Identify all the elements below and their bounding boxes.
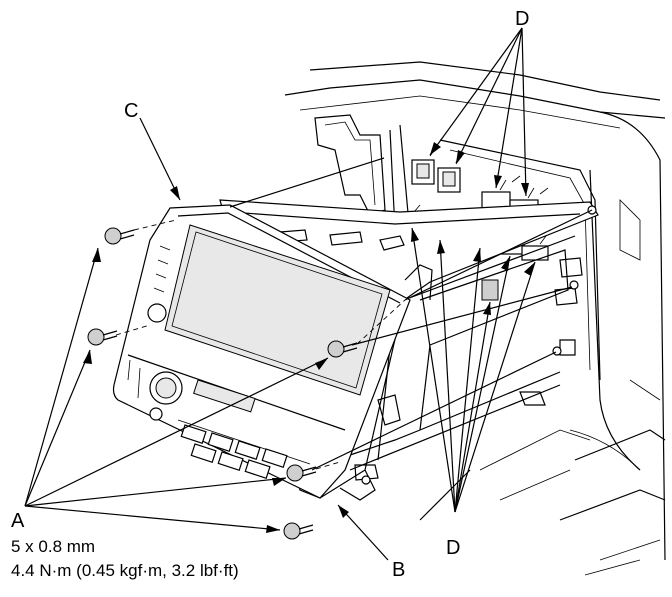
bolt-icon (327, 340, 358, 358)
connector-d-3 (481, 191, 511, 209)
label-d-bottom: D (446, 537, 460, 559)
label-a: A (11, 510, 25, 532)
label-a-torque: 4.4 N·m (0.45 kgf·m, 3.2 lbf·ft) (11, 561, 239, 580)
label-b: B (392, 559, 405, 581)
bolt-icon (286, 464, 317, 482)
audio-unit-front (112, 204, 411, 499)
label-a-size: 5 x 0.8 mm (11, 537, 95, 556)
installation-guides (115, 157, 593, 471)
bolt-icon (104, 227, 135, 245)
bolt-icon (283, 522, 314, 540)
bolts-a (87, 227, 358, 540)
label-c: C (124, 100, 138, 122)
label-d-top: D (515, 8, 529, 30)
connector-d-10 (481, 279, 499, 301)
preset-buttons (180, 424, 288, 479)
leader-lines (24, 27, 536, 561)
callout-labels: A 5 x 0.8 mm 4.4 N·m (0.45 kgf·m, 3.2 lb… (11, 8, 529, 581)
bolt-icon (87, 328, 118, 346)
dashboard-background (284, 61, 666, 576)
left-knob (147, 303, 167, 323)
